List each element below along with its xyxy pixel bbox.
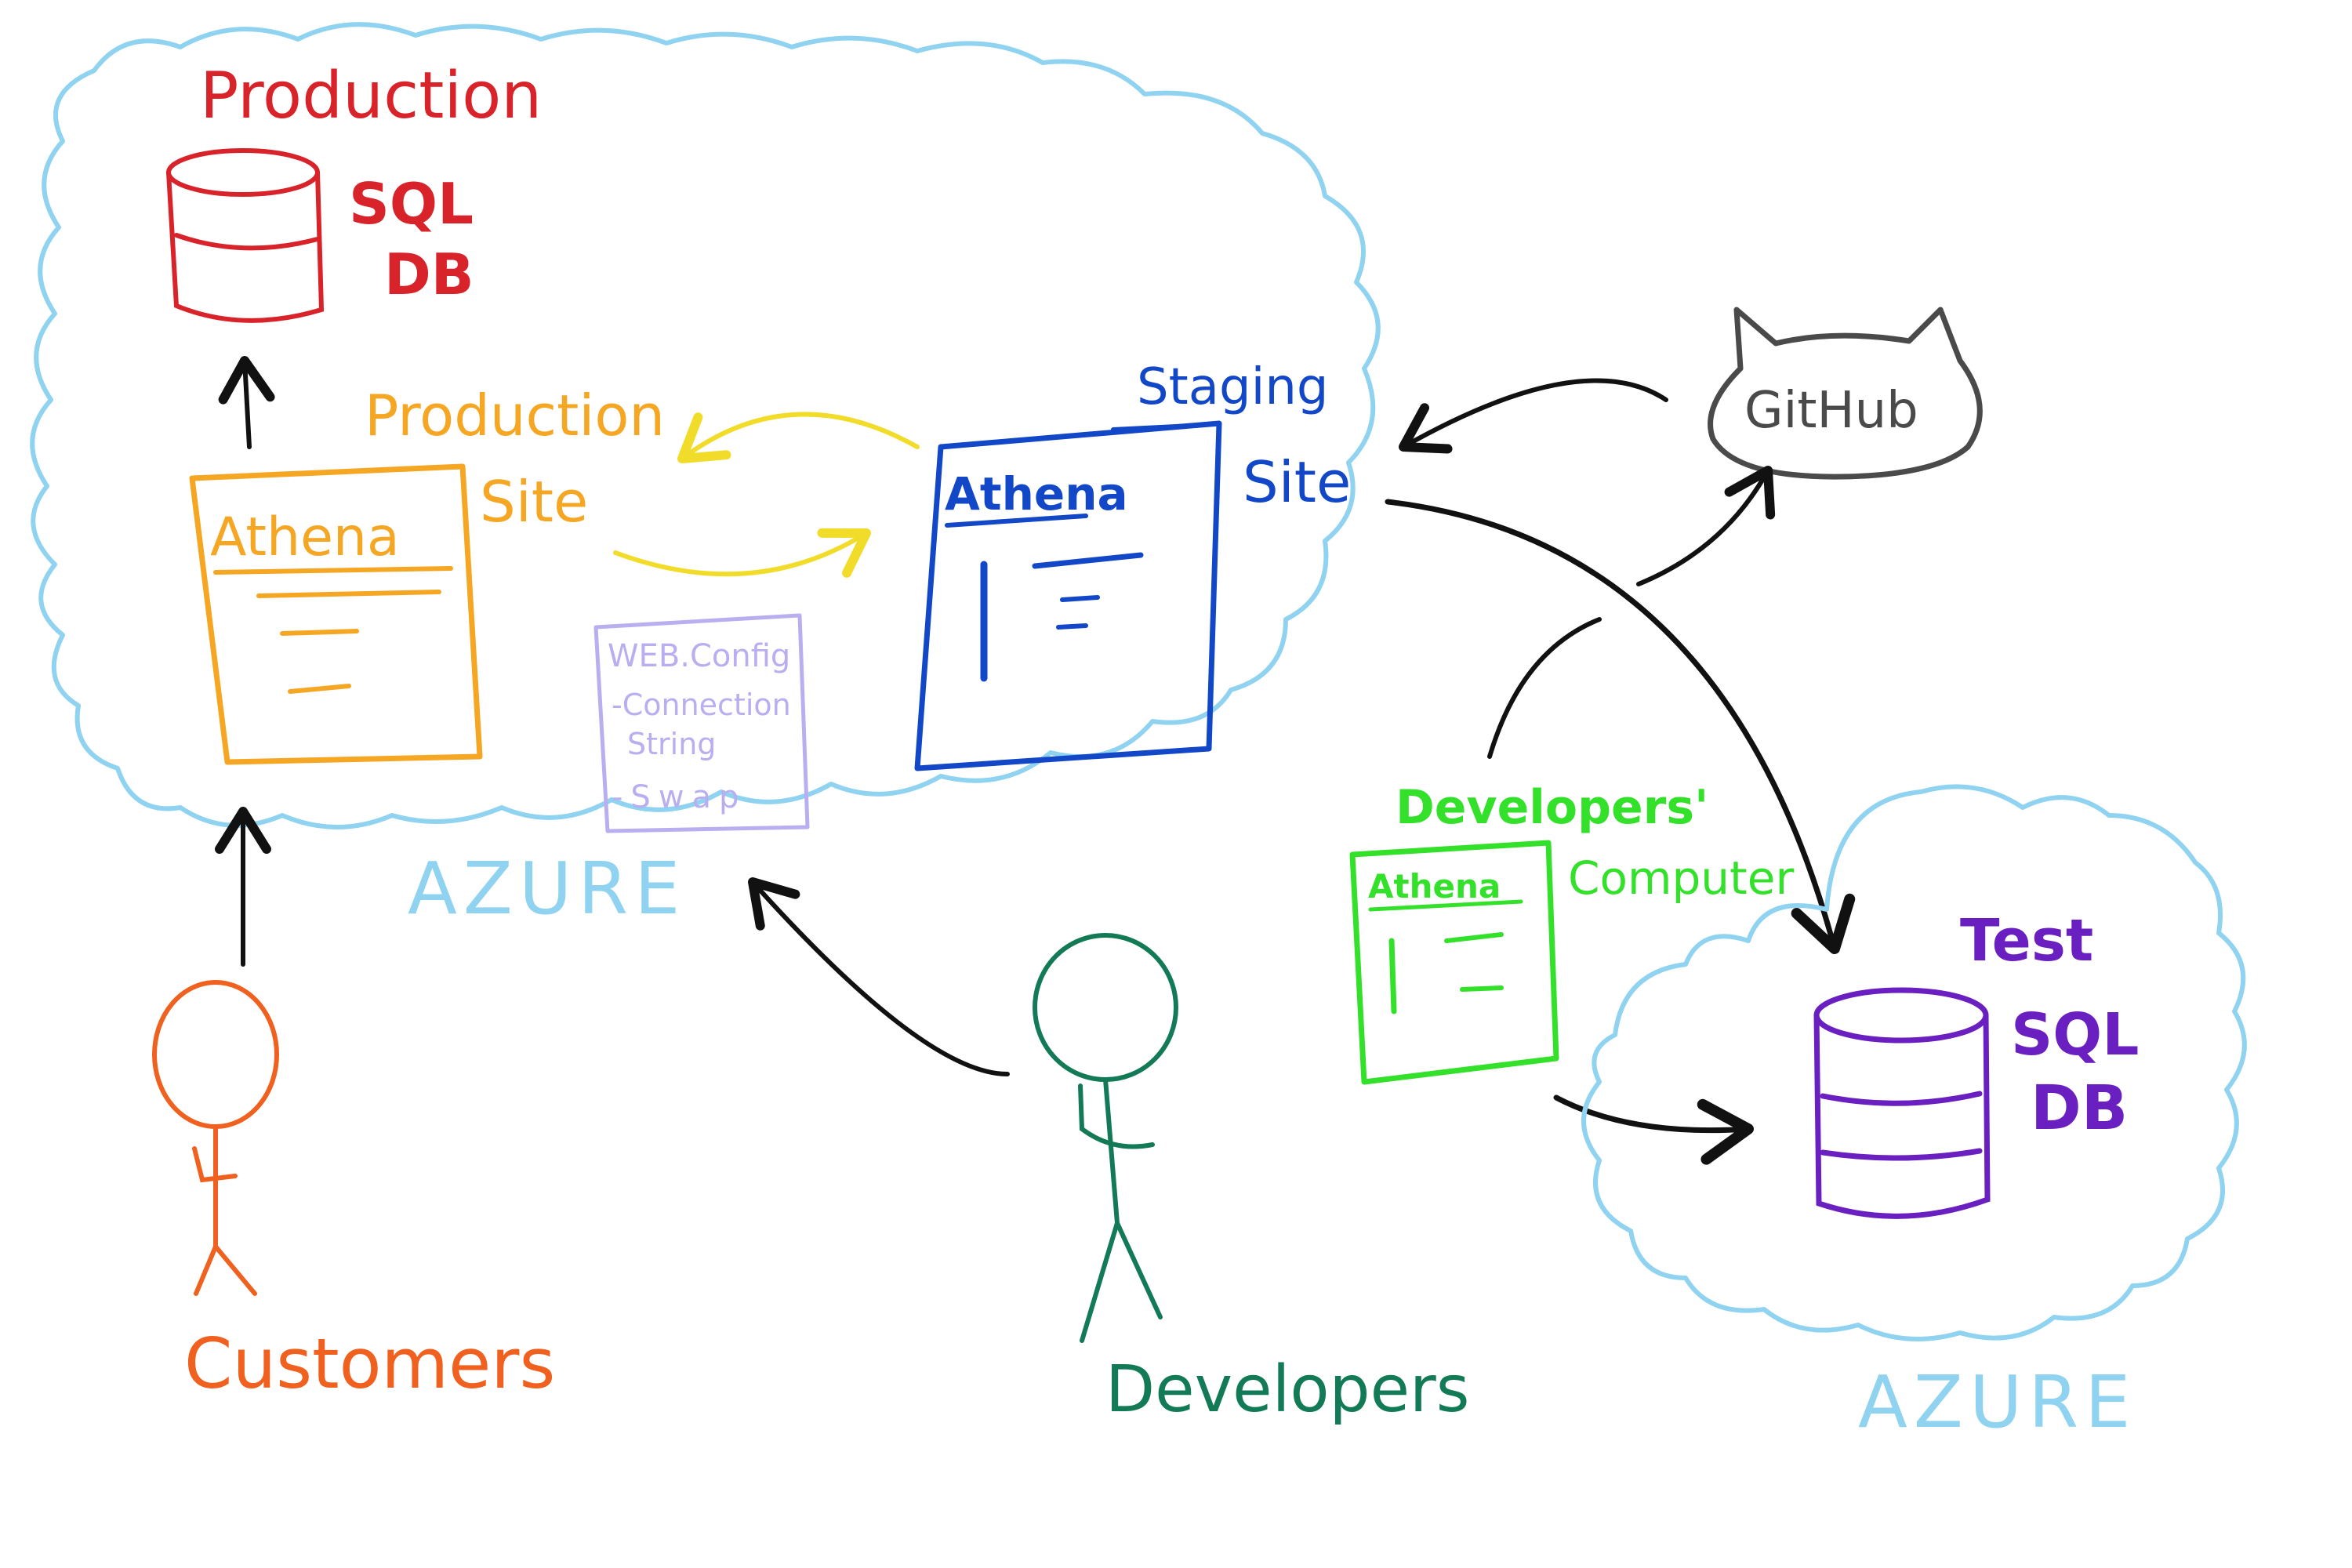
arrow-github-to-staging	[1399, 378, 1668, 454]
web-config-line-3: -Swap	[612, 779, 746, 815]
production-site: Athena Production Site	[189, 383, 665, 765]
developers-computer-app-name: Athena	[1368, 867, 1501, 906]
test-azure-cloud	[1581, 784, 2247, 1341]
swap-arrow-to-production	[677, 412, 920, 463]
production-sql-db: Production SQL DB	[166, 59, 542, 323]
github-label: GitHub	[1744, 382, 1918, 440]
test-sql-db: Test SQL DB	[1813, 907, 2139, 1219]
production-azure-cloud	[30, 22, 1381, 829]
test-db-db-label: DB	[2031, 1073, 2128, 1144]
test-db-sql-label: SQL	[2011, 1001, 2139, 1069]
customers-label: Customers	[184, 1323, 555, 1404]
production-site-title: Production	[365, 383, 665, 448]
swap-arrow-to-staging	[613, 528, 871, 578]
test-db-title: Test	[1960, 907, 2093, 975]
arrow-staging-to-test-db	[1385, 499, 1856, 954]
arrow-dev-computer-to-test-db	[1553, 1094, 1754, 1165]
developers-computer-label: Computer	[1568, 851, 1794, 905]
staging-site-label: Site	[1243, 449, 1351, 515]
github: GitHub	[1708, 307, 1983, 480]
production-db-sql-label: SQL	[349, 171, 474, 237]
production-db-title: Production	[200, 59, 542, 133]
arrow-site-to-db	[218, 356, 275, 449]
production-site-label: Site	[480, 469, 588, 535]
developers-computer-page	[1349, 840, 1559, 1085]
customer-stick-figure-icon	[152, 980, 279, 1296]
database-icon	[166, 148, 325, 323]
production-db-db-label: DB	[384, 241, 474, 307]
production-azure-label: AZURE	[408, 847, 686, 931]
web-config-page	[593, 613, 810, 833]
arrow-developers-to-azure	[748, 877, 1010, 1076]
production-site-app-name: Athena	[210, 506, 400, 568]
customers: Customers	[152, 980, 555, 1404]
test-azure-label: AZURE	[1858, 1360, 2136, 1444]
web-config-line-1: -Connection	[612, 688, 791, 722]
arrow-dev-computer-to-github	[1487, 470, 1768, 759]
staging-site-app-name: Athena	[945, 467, 1128, 521]
web-config-note: WEB.Config -Connection String -Swap	[593, 613, 810, 833]
staging-site: Athena Staging Site	[914, 358, 1351, 771]
developer-stick-figure-icon	[1033, 933, 1178, 1343]
developers-computer: Developers' Computer Athena	[1349, 780, 1794, 1085]
developers-computer-title: Developers'	[1396, 780, 1708, 835]
web-config-line-2: String	[627, 727, 716, 761]
staging-site-title: Staging	[1137, 358, 1329, 416]
production-site-page	[189, 463, 483, 765]
database-icon	[1813, 987, 1991, 1219]
developers-label: Developers	[1105, 1352, 1469, 1427]
developers: Developers	[1033, 933, 1469, 1427]
web-config-title: WEB.Config	[608, 638, 790, 674]
